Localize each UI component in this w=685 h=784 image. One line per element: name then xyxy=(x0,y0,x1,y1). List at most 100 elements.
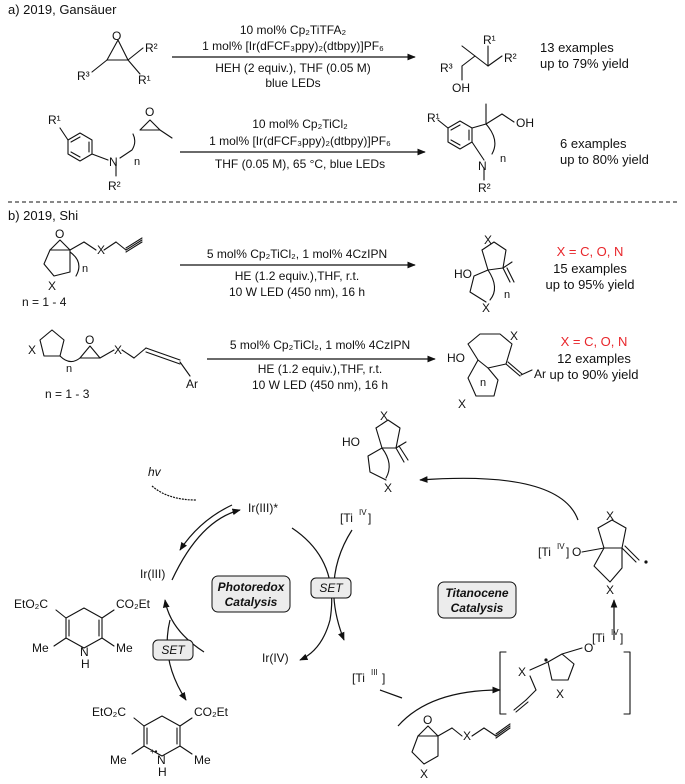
svg-text:O: O xyxy=(572,545,581,559)
svg-text:up to 79% yield: up to 79% yield xyxy=(540,56,629,71)
svg-text:X: X xyxy=(48,279,56,293)
arrow-product-release xyxy=(419,476,579,521)
svg-text:X: X xyxy=(484,233,492,247)
svg-text:O: O xyxy=(112,29,121,43)
svg-text:5 mol% Cp₂TiCl₂, 1 mol% 4CzIPN: 5 mol% Cp₂TiCl₂, 1 mol% 4CzIPN xyxy=(207,247,387,261)
svg-text:up to 80% yield: up to 80% yield xyxy=(560,152,649,167)
photoredox-catalysis-box: Photoredox Catalysis xyxy=(211,575,291,613)
svg-text:R²: R² xyxy=(145,41,158,55)
indoline-product-a2: R¹ OH N R² n xyxy=(427,103,534,195)
svg-text:Photoredox: Photoredox xyxy=(218,580,286,594)
svg-text:R²: R² xyxy=(504,51,517,65)
svg-text:HO: HO xyxy=(342,435,360,449)
svg-text:13 examples: 13 examples xyxy=(540,40,614,55)
svg-text:THF (0.05 M), 65 °C, blue LEDs: THF (0.05 M), 65 °C, blue LEDs xyxy=(215,157,385,171)
alcohol-product-a1: R³ R¹ R² OH xyxy=(440,33,517,95)
svg-text:n = 1 - 3: n = 1 - 3 xyxy=(45,387,90,401)
svg-text:X: X xyxy=(556,687,564,701)
svg-text:X: X xyxy=(606,583,614,597)
svg-text:Ar: Ar xyxy=(186,377,198,391)
svg-text:X: X xyxy=(482,301,490,315)
svg-text:Titanocene: Titanocene xyxy=(445,586,508,600)
bracketed-radical-intermediate: X X O [Ti IV ] xyxy=(499,628,631,715)
arrow-ir-excited-to-ir3 xyxy=(179,504,233,551)
svg-text:Me: Me xyxy=(32,641,49,655)
svg-text:X: X xyxy=(384,481,392,495)
svg-text:EtO₂C: EtO₂C xyxy=(14,597,48,611)
svg-text:SET: SET xyxy=(319,581,344,595)
svg-text:+•: +• xyxy=(150,747,158,756)
svg-text:hv: hv xyxy=(148,465,162,479)
svg-text:n: n xyxy=(504,289,510,301)
svg-text:CO₂Et: CO₂Et xyxy=(194,705,229,719)
svg-text:Catalysis: Catalysis xyxy=(225,595,278,609)
svg-text:X = C, O, N: X = C, O, N xyxy=(557,244,624,259)
arrow-epoxide-opening xyxy=(397,686,501,727)
spiro-product-b2: HO X X Ar n xyxy=(447,329,546,411)
arrow-ir4-to-ir3 xyxy=(162,599,205,653)
svg-text:H: H xyxy=(158,765,167,779)
set-box-left: SET xyxy=(152,639,194,661)
svg-text:X: X xyxy=(420,767,428,781)
svg-text:[Ti: [Ti xyxy=(538,545,551,559)
section-a-title: a) 2019, Gansäuer xyxy=(8,2,117,17)
svg-text:N: N xyxy=(109,155,118,169)
svg-text:O: O xyxy=(55,227,64,241)
ti3-label: [Ti III ] xyxy=(352,668,385,685)
svg-text:N: N xyxy=(80,645,89,659)
svg-text:10 W LED (450 nm), 16 h: 10 W LED (450 nm), 16 h xyxy=(252,378,388,392)
set-box-center: SET xyxy=(310,577,352,599)
svg-text:O: O xyxy=(145,105,154,119)
spiro-epoxide-substrate-b2: X O X Ar n xyxy=(28,329,198,391)
svg-text:X: X xyxy=(510,329,518,343)
svg-text:HE (1.2 equiv.),THF, r.t.: HE (1.2 equiv.),THF, r.t. xyxy=(258,362,382,376)
svg-text:III: III xyxy=(371,668,378,677)
svg-text:]: ] xyxy=(382,671,385,685)
svg-text:OH: OH xyxy=(452,81,470,95)
svg-text:[Ti: [Ti xyxy=(592,631,605,645)
svg-text:up to 95% yield: up to 95% yield xyxy=(546,277,635,292)
arrow-ir-excited-to-ir4 xyxy=(291,527,333,661)
svg-text:X: X xyxy=(518,665,526,679)
svg-text:10 mol% Cp₂TiTFA₂: 10 mol% Cp₂TiTFA₂ xyxy=(240,23,347,37)
svg-text:X = C, O, N: X = C, O, N xyxy=(561,334,628,349)
svg-text:X: X xyxy=(458,397,466,411)
svg-text:blue LEDs: blue LEDs xyxy=(265,76,320,90)
svg-text:O: O xyxy=(423,713,432,727)
svg-text:X: X xyxy=(606,509,614,523)
svg-text:N: N xyxy=(157,753,166,767)
ti-alkoxide-radical-intermediate: X X O [Ti IV ] xyxy=(538,509,648,597)
svg-text:5 mol% Cp₂TiCl₂, 1 mol% 4CzIPN: 5 mol% Cp₂TiCl₂, 1 mol% 4CzIPN xyxy=(230,338,410,352)
svg-text:15 examples: 15 examples xyxy=(553,261,627,276)
svg-text:12 examples: 12 examples xyxy=(557,351,631,366)
svg-text:R¹: R¹ xyxy=(427,111,440,125)
svg-text:R¹: R¹ xyxy=(138,73,151,87)
svg-text:6 examples: 6 examples xyxy=(560,136,627,151)
svg-text:Me: Me xyxy=(110,753,127,767)
svg-text:O: O xyxy=(85,333,94,347)
svg-text:1 mol% [Ir(dFCF₃ppy)₂(dtbpy)]P: 1 mol% [Ir(dFCF₃ppy)₂(dtbpy)]PF₆ xyxy=(209,134,391,148)
svg-text:R¹: R¹ xyxy=(483,33,496,47)
titanocene-catalysis-box: Titanocene Catalysis xyxy=(437,581,517,619)
epoxide-substrate-mechanism: O X X xyxy=(411,713,511,781)
svg-text:CO₂Et: CO₂Et xyxy=(116,597,151,611)
arrow-ir3-excitation xyxy=(171,508,241,581)
ti4-label: [Ti IV ] xyxy=(340,508,371,525)
svg-text:OH: OH xyxy=(516,116,534,130)
svg-text:HO: HO xyxy=(447,351,465,365)
svg-text:X: X xyxy=(380,409,388,423)
svg-text:N: N xyxy=(478,159,487,173)
svg-text:[Ti: [Ti xyxy=(340,511,353,525)
svg-text:R²: R² xyxy=(478,181,491,195)
hantzsch-ester: EtO₂C CO₂Et Me Me N H xyxy=(14,597,151,671)
svg-text:1 mol% [Ir(dFCF₃ppy)₂(dtbpy)]P: 1 mol% [Ir(dFCF₃ppy)₂(dtbpy)]PF₆ xyxy=(202,39,384,53)
svg-text:]: ] xyxy=(368,511,371,525)
svg-text:HE (1.2 equiv.),THF, r.t.: HE (1.2 equiv.),THF, r.t. xyxy=(235,269,359,283)
svg-text:HO: HO xyxy=(454,267,472,281)
svg-text:10 mol% Cp₂TiCl₂: 10 mol% Cp₂TiCl₂ xyxy=(252,117,348,131)
svg-text:X: X xyxy=(28,343,36,357)
hv-wavy-line xyxy=(151,485,197,501)
svg-text:n: n xyxy=(500,153,506,165)
svg-text:R¹: R¹ xyxy=(48,113,61,127)
